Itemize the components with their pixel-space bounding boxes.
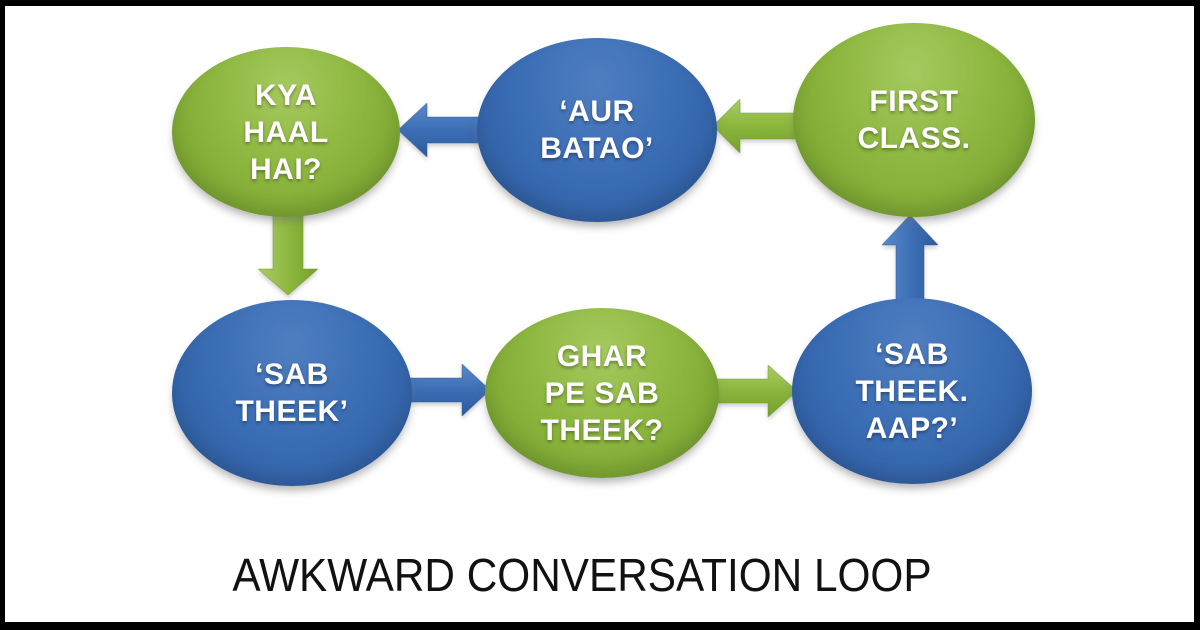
node-sab-theek-aap-label: ‘SAB THEEK. AAP?’	[855, 337, 969, 445]
node-aur-batao: ‘AUR BATAO’	[477, 38, 717, 222]
arrow-up-sab-theek-aap-to-first-class-icon	[882, 215, 938, 320]
node-kya-haal-hai-label: KYA HAAL HAI?	[243, 78, 329, 186]
node-kya-haal-hai: KYA HAAL HAI?	[172, 47, 400, 217]
node-sab-theek-label: ‘SAB THEEK’	[235, 358, 349, 428]
node-first-class: FIRST CLASS.	[793, 23, 1035, 217]
node-first-class-label: FIRST CLASS.	[857, 85, 971, 155]
arrow-down-kya-haal-hai-to-sab-theek-icon	[258, 205, 318, 295]
node-aur-batao-label: ‘AUR BATAO’	[540, 95, 654, 165]
node-sab-theek-aap: ‘SAB THEEK. AAP?’	[792, 298, 1032, 484]
node-ghar-pe-sab-theek-label: GHAR PE SAB THEEK?	[540, 339, 664, 447]
arrow-left-aur-batao-to-kya-haal-hai-icon	[398, 103, 500, 157]
diagram-caption: AWKWARD CONVERSATION LOOP	[232, 549, 932, 601]
node-ghar-pe-sab-theek: GHAR PE SAB THEEK?	[485, 308, 719, 478]
node-sab-theek: ‘SAB THEEK’	[172, 300, 412, 486]
arrow-left-first-class-to-aur-batao-icon	[713, 99, 810, 153]
